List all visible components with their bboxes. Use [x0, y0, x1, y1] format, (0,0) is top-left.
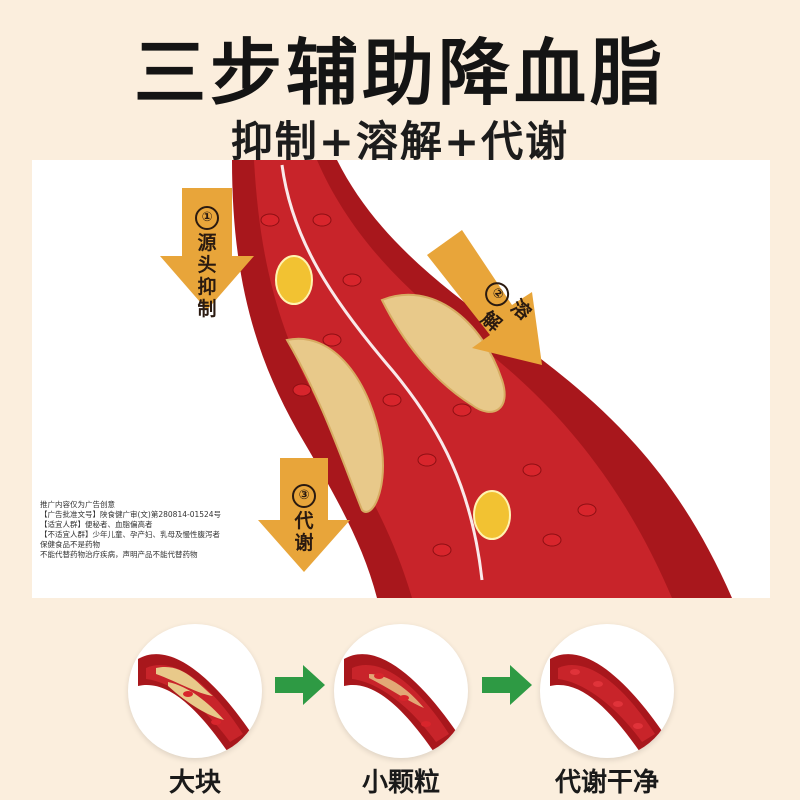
disclaimer-line: 推广内容仅为广告创意 [40, 500, 115, 509]
arrow-step-3 [258, 458, 350, 572]
stage-small-particles-image [334, 624, 468, 758]
disclaimer-line: 【广告批准文号】陕食健广审(文)第280814-01524号 [40, 510, 222, 519]
stage-2-label: 小颗粒 [361, 768, 440, 798]
step-3-label: ③ 代谢 [286, 482, 322, 554]
vessel-illustration-panel: ① 源头抑制 ② 溶解 ③ 代谢 推广内容仅为广告创意 【广告批准文号】陕食健广… [32, 160, 770, 598]
stage-large-plaque-image [128, 624, 262, 758]
arrow-step-2 [427, 230, 542, 365]
disclaimer-line: 【适宜人群】便秘者、血脂偏高者 [40, 520, 153, 529]
step-1-number: ① [195, 206, 219, 230]
capsule-1 [275, 255, 313, 305]
stage-3-label: 代谢干净 [554, 768, 659, 798]
stage-clean-vessel-image [540, 624, 674, 758]
stage-1-label: 大块 [168, 768, 221, 798]
step-3-number: ③ [292, 484, 316, 508]
capsule-2 [473, 490, 511, 540]
blood-vessel-illustration [160, 160, 732, 598]
disclaimer-line: 【不适宜人群】少年儿童、孕产妇、乳母及慢性腹泻者 [40, 530, 220, 539]
page-subtitle: 抑制+溶解+代谢 [230, 117, 570, 166]
step-1-text: 源头抑制 [197, 232, 217, 320]
step-1-label: ① 源头抑制 [189, 204, 225, 320]
page-title: 三步辅助降血脂 [133, 31, 666, 115]
ad-disclaimer: 推广内容仅为广告创意 【广告批准文号】陕食健广审(文)第280814-01524… [40, 500, 280, 560]
green-arrow-icon [275, 665, 325, 705]
disclaimer-line: 不能代替药物治疗疾病，声明产品不能代替药物 [40, 550, 198, 559]
disclaimer-line: 保健食品不是药物 [40, 540, 100, 549]
arrow-step-1 [160, 188, 254, 310]
green-arrow-icon [482, 665, 532, 705]
step-3-text: 代谢 [294, 510, 314, 554]
